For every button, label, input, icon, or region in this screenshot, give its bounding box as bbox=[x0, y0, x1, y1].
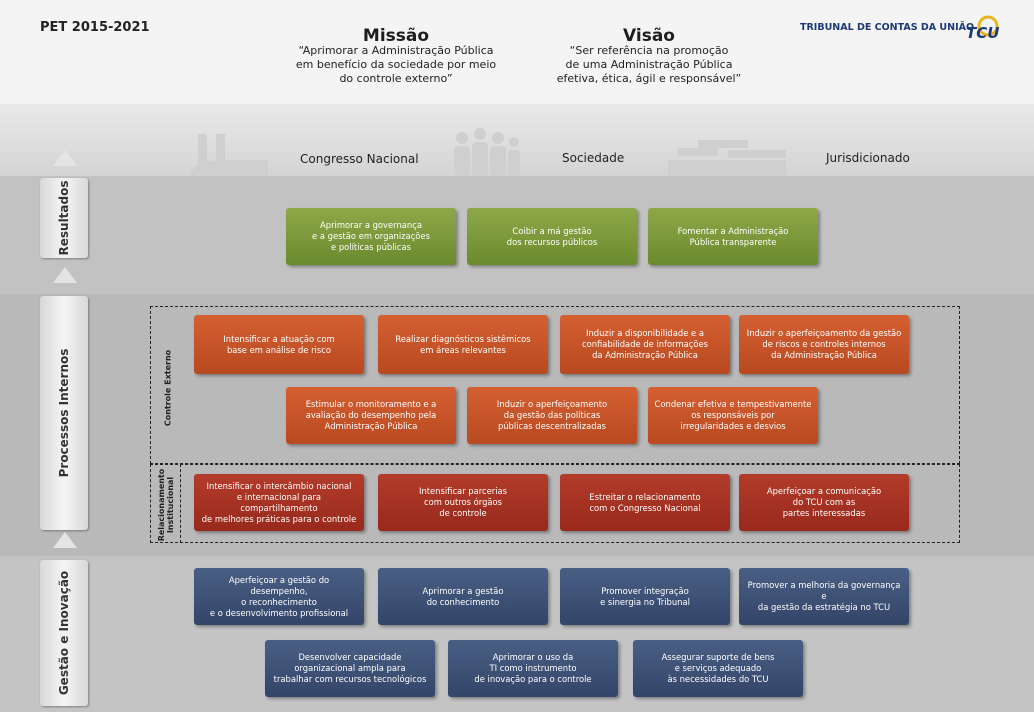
pet-title: PET 2015-2021 bbox=[40, 20, 150, 35]
controle-externo-box: Condenar efetiva e tempestivamente os re… bbox=[648, 387, 818, 444]
tab-gestao: Gestão e Inovação bbox=[40, 560, 88, 706]
gestao-box: Promover a melhoria da governança e da g… bbox=[739, 568, 909, 625]
missao-text: “Aprimorar a Administração Pública em be… bbox=[295, 44, 497, 85]
tab-resultados: Resultados bbox=[40, 178, 88, 258]
controle-externo-box: Induzir a disponibilidade e a confiabili… bbox=[560, 315, 730, 374]
congress-silhouette-icon bbox=[190, 134, 268, 176]
audience-congresso: Congresso Nacional bbox=[300, 152, 419, 166]
gestao-box: Aprimorar o uso da TI como instrumento d… bbox=[448, 640, 618, 697]
controle-externo-label: Controle Externo bbox=[163, 349, 173, 427]
group-divider bbox=[180, 464, 181, 543]
tab-processos: Processos Internos bbox=[40, 296, 88, 530]
arrow-up-icon bbox=[53, 150, 77, 166]
missao-title: Missão bbox=[362, 26, 430, 46]
logo-text: TCU bbox=[966, 24, 999, 42]
people-silhouette-icon bbox=[454, 128, 520, 176]
controle-externo-box: Induzir o aperfeiçoamento da gestão das … bbox=[467, 387, 637, 444]
relacionamento-box: Intensificar parcerias com outros órgãos… bbox=[378, 474, 548, 531]
relacionamento-box: Estreitar o relacionamento com o Congres… bbox=[560, 474, 730, 531]
visao-text: “Ser referência na promoção de uma Admin… bbox=[556, 44, 742, 85]
relacionamento-box: Intensificar o intercâmbio nacional e in… bbox=[194, 474, 364, 531]
controle-externo-box: Realizar diagnósticos sistêmicos em área… bbox=[378, 315, 548, 374]
tcu-logo: TCU bbox=[964, 14, 1004, 46]
gestao-box: Promover integração e sinergia no Tribun… bbox=[560, 568, 730, 625]
buildings-silhouette-icon bbox=[668, 140, 786, 176]
audience-jurisdicionado: Jurisdicionado bbox=[826, 151, 910, 165]
gestao-box: Desenvolver capacidade organizacional am… bbox=[265, 640, 435, 697]
arrow-up-icon bbox=[53, 532, 77, 548]
controle-externo-box: Estimular o monitoramento e a avaliação … bbox=[286, 387, 456, 444]
relacionamento-label: Relacionamento Institucional bbox=[157, 468, 175, 542]
gestao-box: Aprimorar a gestão do conhecimento bbox=[378, 568, 548, 625]
header-area bbox=[0, 0, 1034, 104]
gestao-box: Aperfeiçoar a gestão do desempenho, o re… bbox=[194, 568, 364, 625]
audience-sociedade: Sociedade bbox=[562, 151, 625, 165]
controle-externo-group bbox=[150, 306, 960, 464]
resultados-box: Coibir a má gestão dos recursos públicos bbox=[467, 208, 637, 265]
controle-externo-box: Intensificar a atuação com base em análi… bbox=[194, 315, 364, 374]
controle-externo-box: Induzir o aperfeiçoamento da gestão de r… bbox=[739, 315, 909, 374]
resultados-box: Fomentar a Administração Pública transpa… bbox=[648, 208, 818, 265]
visao-title: Visão bbox=[623, 26, 675, 46]
arrow-up-icon bbox=[53, 267, 77, 283]
gestao-box: Assegurar suporte de bens e serviços ade… bbox=[633, 640, 803, 697]
relacionamento-box: Aperfeiçoar a comunicação do TCU com as … bbox=[739, 474, 909, 531]
resultados-box: Aprimorar a governança e a gestão em org… bbox=[286, 208, 456, 265]
relacionamento-group bbox=[150, 464, 960, 543]
org-name: TRIBUNAL DE CONTAS DA UNIÃO bbox=[800, 22, 975, 33]
